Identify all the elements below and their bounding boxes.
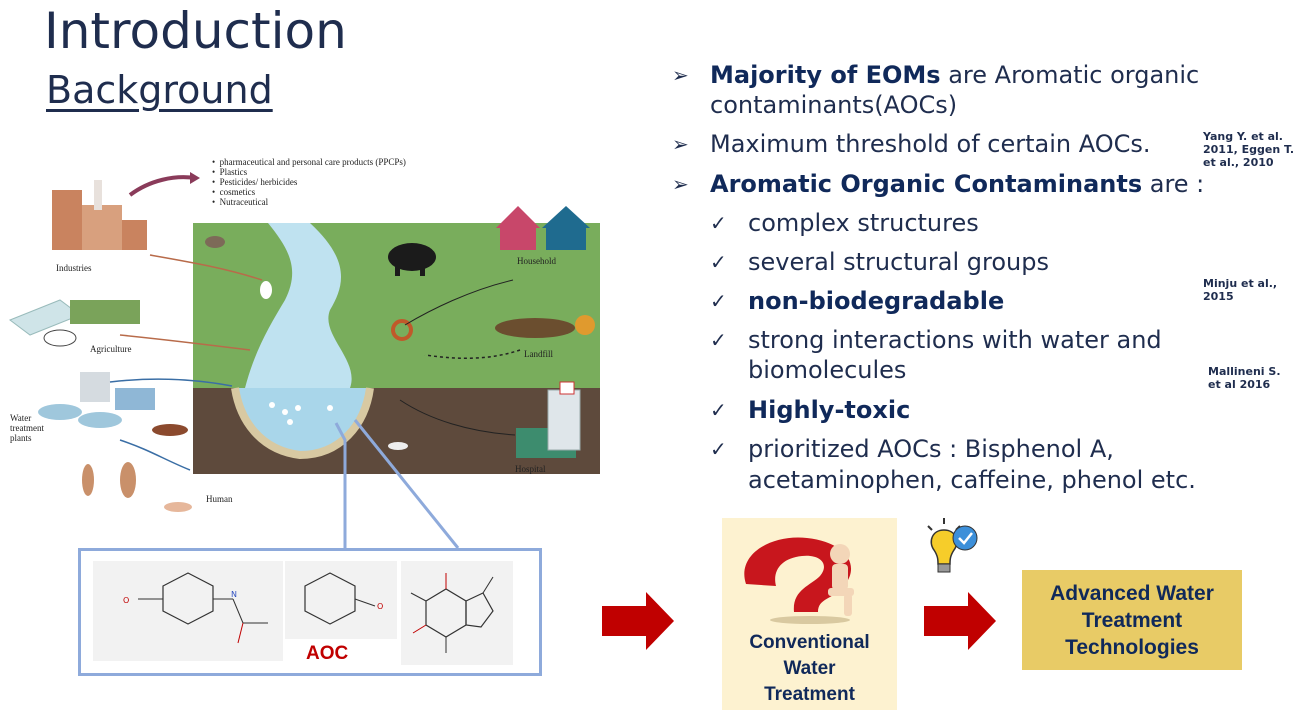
- advanced-treatment-label: Advanced Water Treatment Technologies: [1050, 580, 1214, 661]
- legend-text: Plastics: [219, 167, 248, 177]
- lightbulb-check-icon: [927, 518, 978, 573]
- legend-text: cosmetics: [219, 187, 256, 197]
- label-water-treatment-line: plants: [10, 433, 32, 443]
- conventional-treatment-label: Conventional Water Treatment: [722, 630, 897, 708]
- slide-title: Introduction: [44, 2, 347, 60]
- bullet-text: non-biodegradable: [748, 287, 1005, 315]
- check-icon: ✓: [710, 437, 727, 461]
- legend-text: pharmaceutical and personal care product…: [219, 157, 406, 167]
- legend-item: • cosmetics: [212, 187, 256, 197]
- molecule-phenol: O: [285, 561, 397, 639]
- label-water-treatment: Water treatment plants: [10, 413, 44, 443]
- citation-line: Yang Y. et al.: [1203, 130, 1283, 143]
- advanced-line: Technologies: [1065, 635, 1199, 659]
- check-icon: ✓: [710, 328, 727, 352]
- aoc-label: AOC: [306, 643, 349, 664]
- bullet-bold: Majority of EOMs: [710, 61, 941, 89]
- bullet-rest: are Aromatic organic: [940, 61, 1200, 89]
- citation-line: 2011, Eggen T.: [1203, 143, 1295, 156]
- legend-text: Nutraceutical: [219, 197, 269, 207]
- bullet-bold: Aromatic Organic Contaminants: [710, 170, 1143, 198]
- right-arrow-icon: [602, 592, 674, 650]
- arrow-bullet-icon: ➢: [672, 132, 689, 156]
- molecule-panel: O N O AOC: [78, 548, 542, 676]
- bullet-text: complex structures: [748, 209, 979, 237]
- bullet-line2: contaminants(AOCs): [710, 91, 958, 119]
- legend-item: • pharmaceutical and personal care produ…: [212, 157, 406, 167]
- advanced-line: Advanced Water: [1050, 581, 1214, 605]
- citation: Mallineni S. et al 2016: [1208, 365, 1281, 391]
- phenol-structure: O: [304, 572, 383, 625]
- label-household: Household: [517, 256, 556, 266]
- acetaminophen-structure: O N: [123, 572, 268, 644]
- label-water-treatment-line: treatment: [10, 423, 44, 433]
- check-icon: ✓: [710, 250, 727, 274]
- citation-line: Minju et al.,: [1203, 277, 1278, 290]
- citation-line: et al., 2010: [1203, 156, 1274, 169]
- legend-item: • Nutraceutical: [212, 197, 269, 207]
- check-icon: ✓: [710, 398, 727, 422]
- advanced-line: Treatment: [1081, 608, 1183, 632]
- conventional-line: Treatment: [764, 684, 855, 705]
- legend-item: • Plastics: [212, 167, 248, 177]
- label-hospital: Hospital: [515, 464, 546, 474]
- conventional-line: Water: [783, 658, 836, 679]
- conventional-treatment-box: Conventional Water Treatment: [722, 518, 897, 710]
- right-arrow-icon: [924, 592, 996, 650]
- bullet-text: Highly-toxic: [748, 396, 911, 424]
- molecule-caffeine: [401, 561, 513, 665]
- bullet-text: strong interactions with water and: [748, 326, 1162, 354]
- question-mark-figure-icon: [744, 537, 854, 624]
- label-water-treatment-line: Water: [10, 413, 32, 423]
- arrow-bullet-icon: ➢: [672, 172, 689, 196]
- legend-text: Pesticides/ herbicides: [219, 177, 298, 187]
- bullet-text: Aromatic Organic Contaminants are :: [710, 169, 1204, 199]
- check-icon: ✓: [710, 289, 727, 313]
- arrow-bullet-icon: ➢: [672, 63, 689, 87]
- label-agriculture: Agriculture: [90, 344, 132, 354]
- pollutant-legend: • pharmaceutical and personal care produ…: [212, 157, 406, 207]
- bullet-text: Majority of EOMs are Aromatic organic: [710, 60, 1199, 90]
- label-human: Human: [206, 494, 233, 504]
- citation: Minju et al., 2015: [1203, 277, 1277, 303]
- legend-item: • Pesticides/ herbicides: [212, 177, 298, 187]
- molecule-acetaminophen: O N: [93, 561, 283, 661]
- citation-line: Mallineni S.: [1208, 365, 1281, 378]
- label-landfill: Landfill: [524, 349, 553, 359]
- svg-text:O: O: [123, 596, 129, 605]
- slide-subtitle: Background: [46, 68, 273, 112]
- bullet-text: prioritized AOCs : Bisphenol A,: [748, 435, 1114, 463]
- bullet-rest: are :: [1142, 170, 1205, 198]
- bullet-text: several structural groups: [748, 248, 1049, 276]
- conventional-line: Conventional: [749, 632, 870, 653]
- citation: Yang Y. et al. 2011, Eggen T. et al., 20…: [1203, 130, 1294, 169]
- svg-text:N: N: [231, 590, 237, 599]
- caffeine-structure: [410, 573, 494, 653]
- illustration-svg: [8, 172, 610, 512]
- label-industries: Industries: [56, 263, 92, 273]
- bullet-line2: acetaminophen, caffeine, phenol etc.: [748, 466, 1196, 494]
- bullet-line2: biomolecules: [748, 356, 907, 384]
- citation-line: 2015: [1203, 290, 1234, 303]
- svg-text:O: O: [377, 602, 383, 611]
- citation-line: et al 2016: [1208, 378, 1271, 391]
- contamination-illustration: [0, 150, 610, 530]
- bullet-text: Maximum threshold of certain AOCs.: [710, 130, 1151, 158]
- advanced-treatment-box: Advanced Water Treatment Technologies: [1022, 570, 1242, 670]
- check-icon: ✓: [710, 211, 727, 235]
